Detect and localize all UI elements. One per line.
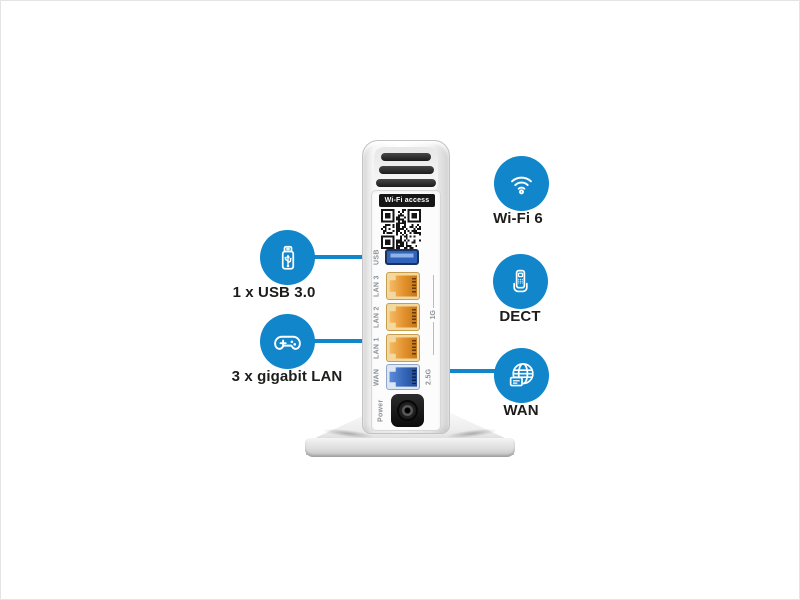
wifi-access-badge: Wi-Fi access <box>379 194 435 207</box>
vent-slot <box>378 166 434 174</box>
usb-callout-circle <box>260 230 315 285</box>
lan-speed-label: 1G <box>429 310 437 320</box>
usb-connector-line <box>311 255 369 259</box>
bracket-line <box>432 321 434 355</box>
dect-callout-label: DECT <box>499 308 541 325</box>
wifi-icon <box>506 168 537 199</box>
bracket-line <box>432 275 434 309</box>
vent-grille <box>374 147 438 193</box>
power-jack-label: Power <box>377 399 385 422</box>
vent-slot <box>381 153 431 161</box>
lan1-port <box>386 334 420 362</box>
usb-port <box>385 249 419 265</box>
wan-port-label: WAN <box>373 368 381 386</box>
wan-callout-circle <box>494 348 549 403</box>
lan3-port <box>386 272 420 300</box>
lan1-port-label: LAN 1 <box>373 337 381 359</box>
wifi-callout-circle <box>494 156 549 211</box>
lan-speed-bracket: 1G <box>428 275 438 355</box>
rj45-socket <box>389 337 417 359</box>
gamepad-icon <box>272 326 303 357</box>
lan2-port-label: LAN 2 <box>373 306 381 328</box>
lan-callout-label: 3 x gigabit LAN <box>231 368 343 385</box>
power-jack <box>391 394 424 427</box>
rj45-socket <box>389 306 417 328</box>
vent-slot <box>376 179 436 187</box>
lan-callout-circle <box>260 314 315 369</box>
usb-port-label: USB <box>373 249 381 265</box>
wifi-callout-label: Wi-Fi 6 <box>493 210 543 227</box>
usb-callout-label: 1 x USB 3.0 <box>232 284 316 301</box>
rj45-socket <box>389 367 417 387</box>
wan-connector-line <box>439 369 497 373</box>
usb-stick-icon <box>273 243 303 273</box>
router-stand-base <box>305 438 515 457</box>
wan-speed-label: 2.5G <box>425 368 433 386</box>
rj45-socket <box>389 275 417 297</box>
lan3-port-label: LAN 3 <box>373 275 381 297</box>
globe-icon <box>506 360 537 391</box>
dect-phone-icon <box>505 266 536 297</box>
wan-port <box>386 364 420 390</box>
dect-callout-circle <box>493 254 548 309</box>
wan-callout-label: WAN <box>503 402 539 419</box>
lan2-port <box>386 303 420 331</box>
lan-connector-line <box>311 339 369 343</box>
qr-code <box>381 209 421 249</box>
